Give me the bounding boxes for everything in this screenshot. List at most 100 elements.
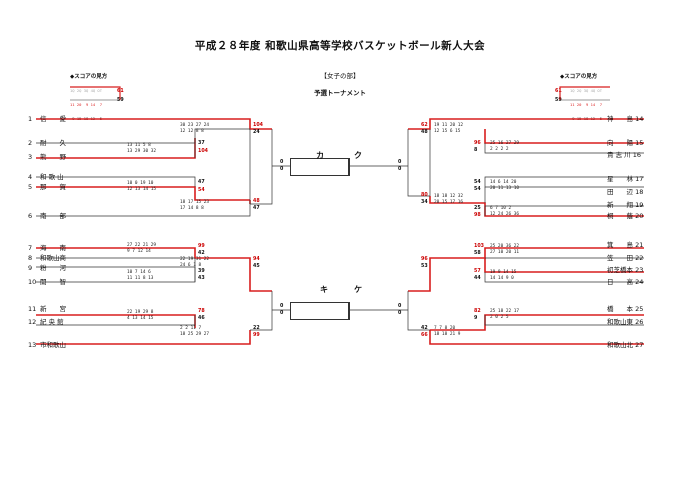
team-right: 和歌山東 26 [607,318,644,326]
legend-total-bottom: 59 [555,98,562,103]
quarter-scores: 14 6 14 20 [490,180,517,185]
center-score: 0 [280,304,284,309]
game-total: 82 [474,309,481,314]
round-label: 予選トーナメント [314,89,366,97]
game-total: 47 [198,180,205,185]
quarter-scores: 25 18 22 17 [490,309,520,314]
legend-quarters: 1Q 2Q 3Q 4Q OT [70,88,103,94]
group-box-top-right [340,158,349,176]
legend-title: ◆スコアの見方 [560,74,598,80]
game-total: 9 [474,316,478,321]
game-total: 42 [421,326,428,331]
quarter-scores: 10 0 19 10 [127,181,154,186]
quarter-scores: 22 19 29 8 [127,310,154,315]
quarter-scores: 6 7 10 2 [490,206,512,211]
game-total: 22 [253,326,260,331]
game-total: 46 [198,316,205,321]
center-score: 0 [398,311,402,316]
game-total: 57 [474,269,481,274]
quarter-scores: 14 14 9 0 [490,276,514,281]
quarter-scores: 25 20 36 22 [490,244,520,249]
quarter-scores: 13 11 5 8 [127,143,151,148]
center-score: 0 [280,167,284,172]
game-total: 54 [474,187,481,192]
quarter-scores: 9 7 12 14 [127,249,151,254]
legend-row-top: 11 20 9 14 7 [70,101,103,107]
team-right: 神 島 14 [607,115,644,123]
game-total: 24 [253,130,260,135]
game-total: 45 [253,264,260,269]
quarter-scores: 11 11 8 13 [127,276,154,281]
group-label-ka: カ [316,151,324,160]
quarter-scores: 12 12 8 8 [180,129,204,134]
quarter-scores: 19 9 14 15 [490,270,517,275]
game-total: 58 [474,251,481,256]
quarter-scores: 27 10 20 11 [490,250,520,255]
quarter-scores: 18 25 29 27 [180,332,210,337]
group-label-ke: ケ [354,285,362,294]
game-total: 37 [198,141,205,146]
legend-red-bar-left [70,86,121,100]
center-score: 0 [398,304,402,309]
game-total: 47 [253,206,260,211]
game-total: 96 [474,141,481,146]
quarter-scores: 12 15 6 15 [434,129,461,134]
legend-quarters: 1Q 2Q 3Q 4Q OT [570,88,603,94]
game-total: 104 [198,149,209,154]
legend-red-bar-right [559,86,610,100]
team-right: 和歌山北 27 [607,341,644,349]
division-label: 【女子の部】 [320,72,360,80]
quarter-scores: 4 13 14 15 [127,316,154,321]
quarter-scores: 10 7 14 6 [127,270,151,275]
path-naga [36,186,250,201]
center-score: 0 [398,167,402,172]
game-total: 80 [421,193,428,198]
game-total: 99 [253,333,260,338]
team-right: 箕 島 21 [607,241,644,249]
game-total: 48 [253,199,260,204]
path-wakayamakita [429,330,644,345]
team-right: 田 辺 18 [607,188,644,196]
legend-row-top: 11 20 9 14 7 [570,101,603,107]
path-minoshima [408,247,644,292]
quarter-scores: 18 18 12 32 [434,194,464,199]
legend-total-bottom: 59 [117,98,124,103]
quarter-scores: 17 14 8 8 [180,206,204,211]
path-kainan [36,247,272,292]
game-total: 104 [253,123,264,128]
path-shinai [36,118,272,130]
team-right: 笠 田 22 [607,254,644,262]
team-right: 新 翔 19 [607,201,644,209]
quarter-scores: 2 2 11 7 [180,326,202,331]
quarter-scores: 20 11 13 10 [490,186,520,191]
team-right: 橋 本 25 [607,305,644,313]
team-right: 桐 蔭 20 [607,212,644,220]
group-box-top-left [290,158,350,176]
game-total: 48 [421,130,428,135]
quarter-scores: 12 13 14 15 [127,187,157,192]
legend-title: ◆スコアの見方 [70,74,108,80]
game-total: 78 [198,309,205,314]
team-right: 貴 志 川 16 [607,151,641,159]
game-total: 54 [198,188,205,193]
quarter-scores: 24 6 1 8 [180,263,202,268]
team-right: 向 陽 15 [607,139,644,147]
game-total: 96 [421,257,428,262]
quarter-scores: 2 0 2 5 [490,315,509,320]
game-total: 54 [474,180,481,185]
center-score: 0 [280,160,284,165]
quarter-scores: 30 23 27 24 [180,123,210,128]
quarter-scores: 19 11 20 12 [434,123,464,128]
bracket-paths [36,128,644,331]
group-box-bottom-right [340,302,349,320]
